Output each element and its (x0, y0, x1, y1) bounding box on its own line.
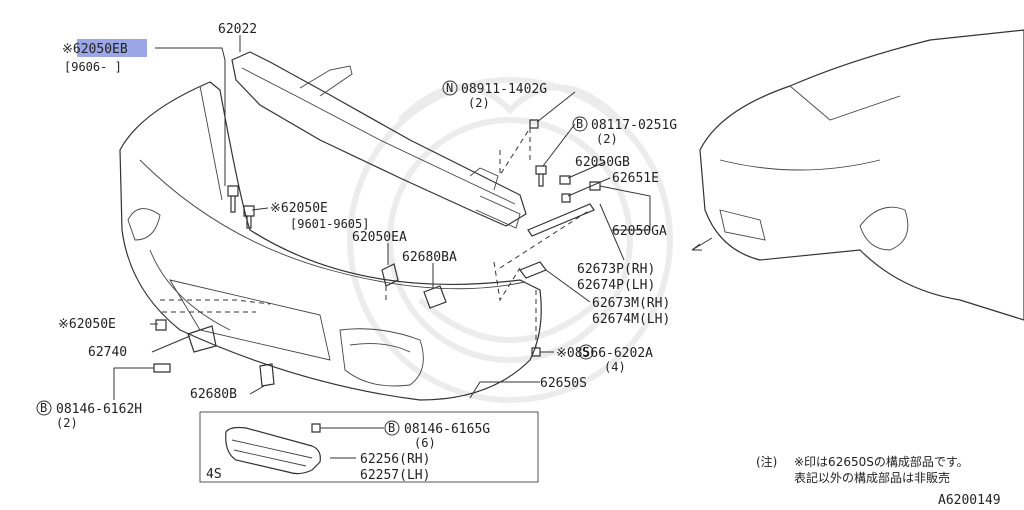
label-08566[interactable]: ※08566-6202A (556, 346, 653, 361)
label-62050e-top-date: [9601-9605] (290, 217, 369, 231)
label-62050eb-date: [9606- ] (64, 60, 122, 74)
bolt-62050e-left[interactable] (155, 319, 167, 331)
label-62673p[interactable]: 62673P(RH) (577, 262, 655, 277)
label-62674m[interactable]: 62674M(LH) (592, 312, 670, 327)
label-62740[interactable]: 62740 (88, 345, 127, 360)
diagram-id: A6200149 (938, 493, 1001, 508)
bracket-62680b[interactable] (259, 363, 275, 387)
label-08911[interactable]: 08911-1402G (461, 82, 547, 97)
b-symbol-icon (572, 116, 588, 132)
bracket-62680ba[interactable] (423, 285, 447, 309)
label-62650s[interactable]: 62650S (540, 376, 587, 391)
nut-08911[interactable] (529, 119, 539, 129)
grille-62256[interactable] (225, 426, 321, 475)
label-62256[interactable]: 62256(RH) (360, 452, 430, 467)
label-08566-qty: (4) (604, 360, 626, 374)
bolt-08146-6162h[interactable] (153, 363, 171, 373)
clip-62050ea[interactable] (381, 263, 399, 287)
b-symbol-text: B (388, 421, 395, 435)
vehicle-silhouette (699, 29, 1024, 321)
s-symbol-icon (578, 344, 594, 360)
label-62651e[interactable]: 62651E (612, 171, 659, 186)
reinforcement-62022[interactable] (231, 51, 527, 229)
note-line1: ※印は62650Sの構成部品です。 (794, 454, 969, 469)
bracket-62740[interactable] (187, 325, 217, 353)
label-62673m[interactable]: 62673M(RH) (592, 296, 670, 311)
bolt-62050e-top[interactable] (243, 205, 255, 229)
label-62674p[interactable]: 62674P(LH) (577, 278, 655, 293)
s-symbol-text: S (582, 345, 589, 359)
b-symbol-icon (36, 400, 52, 416)
bumper-fascia-62650s[interactable] (119, 81, 542, 401)
part-highlight (77, 39, 147, 57)
stay-62673m[interactable] (519, 261, 547, 279)
grille-box (199, 411, 539, 483)
clip-62651e[interactable] (561, 193, 571, 203)
label-62022[interactable]: 62022 (218, 22, 257, 37)
bolt-62050eb[interactable] (227, 185, 239, 213)
label-08117[interactable]: 08117-0251G (591, 118, 677, 133)
b-symbol-text: B (576, 117, 583, 131)
label-62050eb[interactable]: ※62050EB (62, 42, 128, 57)
note-prefix: (注) (756, 454, 777, 469)
b-symbol-text: B (40, 401, 47, 415)
label-62050ga[interactable]: 62050GA (612, 224, 667, 239)
label-62050e-top[interactable]: ※62050E (270, 201, 328, 216)
label-08911-qty: (2) (468, 96, 490, 110)
screw-08566[interactable] (531, 347, 541, 357)
label-08146-6162h-qty: (2) (56, 416, 78, 430)
label-62050ea[interactable]: 62050EA (352, 230, 407, 245)
watermark-emblem (347, 77, 673, 403)
label-62050gb[interactable]: 62050GB (575, 155, 630, 170)
n-symbol-text: N (446, 81, 453, 95)
label-62680ba[interactable]: 62680BA (402, 250, 457, 265)
label-08117-qty: (2) (596, 132, 618, 146)
b-symbol-icon (384, 420, 400, 436)
bolt-08117[interactable] (535, 165, 547, 187)
label-62257[interactable]: 62257(LH) (360, 468, 430, 483)
stay-62673p[interactable] (527, 203, 595, 237)
screw-08146-6165g[interactable] (311, 423, 321, 433)
label-08146-6165g-qty: (6) (414, 436, 436, 450)
label-08146-6162h[interactable]: 08146-6162H (56, 402, 142, 417)
note-line2: 表記以外の構成部品は非販売 (794, 470, 950, 485)
label-box-tag: 4S (206, 467, 222, 482)
label-62680b[interactable]: 62680B (190, 387, 237, 402)
label-08146-6165g[interactable]: 08146-6165G (404, 422, 490, 437)
n-symbol-icon (442, 80, 458, 96)
bolt-62050ga[interactable] (589, 181, 601, 191)
label-62050e-left[interactable]: ※62050E (58, 317, 116, 332)
bolt-62050gb[interactable] (559, 175, 571, 185)
